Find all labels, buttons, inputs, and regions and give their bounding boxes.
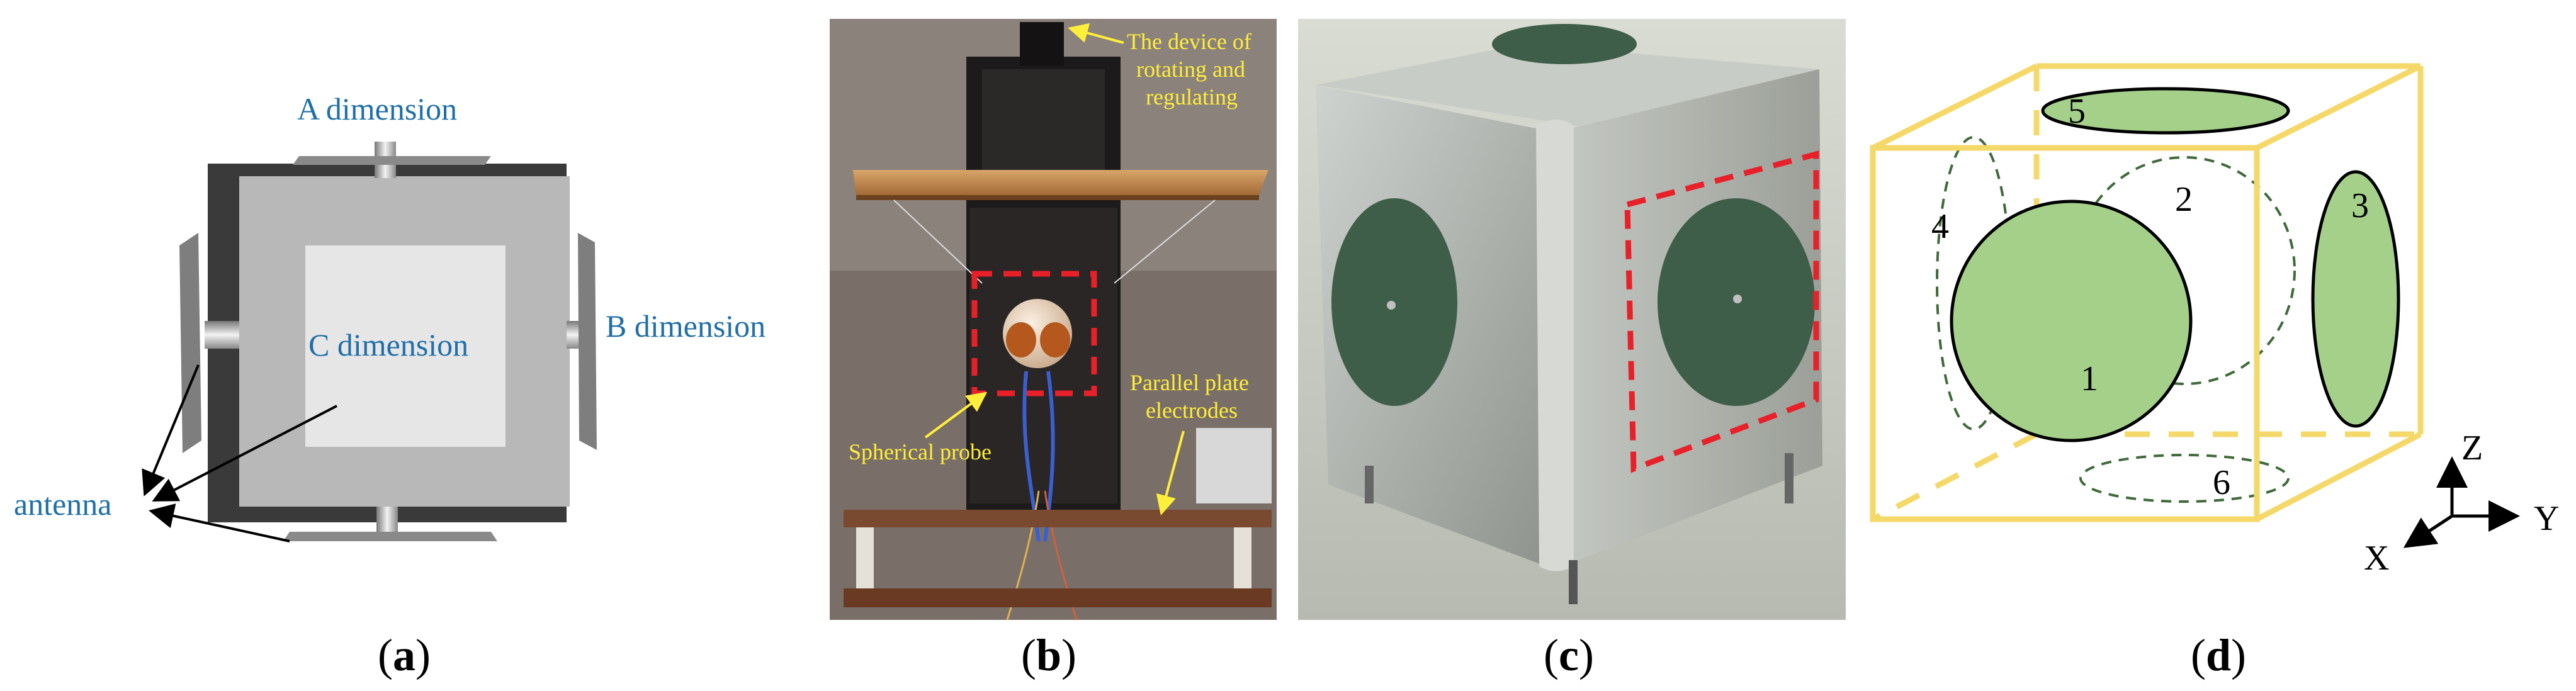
a-dimension-label: A dimension bbox=[297, 91, 457, 126]
right-antenna-plate bbox=[578, 233, 597, 450]
panel-label-d: (d) bbox=[2191, 630, 2246, 680]
y-axis-label: Y bbox=[2534, 499, 2559, 538]
bottom-antenna-plate bbox=[283, 532, 497, 541]
parallel-label-line2: electrodes bbox=[1146, 398, 1238, 423]
electrode-3 bbox=[2311, 170, 2400, 428]
num-4: 4 bbox=[1931, 207, 1949, 246]
base-plate bbox=[844, 510, 1272, 527]
electrode-2 bbox=[2073, 156, 2296, 385]
probe-label: Spherical probe bbox=[849, 439, 991, 464]
top-electrode bbox=[1492, 24, 1637, 64]
num-1: 1 bbox=[2081, 359, 2098, 398]
device-label-line2: rotating and bbox=[1136, 57, 1245, 82]
electrode-highlight-box bbox=[1624, 150, 1819, 473]
cube-leg bbox=[1365, 466, 1374, 503]
electrode-5 bbox=[2041, 87, 2290, 135]
num-3: 3 bbox=[2351, 186, 2369, 225]
panel-d: 1 2 3 4 5 6 Z Y X (d) bbox=[1870, 63, 2559, 680]
c-dimension-label: C dimension bbox=[308, 327, 468, 362]
axis-triad: Z Y X bbox=[2364, 429, 2559, 578]
top-antenna-plate bbox=[293, 156, 491, 165]
c-dimension-plate bbox=[305, 245, 506, 447]
left-antenna-rod bbox=[205, 321, 239, 349]
left-electrode bbox=[1331, 198, 1457, 406]
rotating-device bbox=[1020, 22, 1064, 66]
panel-label-b: (b) bbox=[1021, 630, 1076, 680]
panel-a: A dimension B dimension C dimension ante… bbox=[14, 91, 765, 680]
x-axis-arrow bbox=[2403, 514, 2453, 548]
antenna-label: antenna bbox=[14, 486, 111, 522]
left-antenna-plate bbox=[179, 233, 201, 453]
cube-top bbox=[1316, 44, 1819, 132]
x-axis-label: X bbox=[2364, 539, 2389, 578]
panel-label-a: (a) bbox=[378, 630, 431, 680]
panel-b: The device of rotating and regulating Pa… bbox=[830, 19, 1277, 680]
antenna-arrow-left bbox=[142, 364, 200, 497]
z-axis-label: Z bbox=[2461, 429, 2483, 468]
electrode-1 bbox=[1950, 199, 2193, 442]
wooden-shelf bbox=[853, 170, 1268, 195]
b-dimension-label: B dimension bbox=[606, 308, 765, 344]
antenna-arrow-plate bbox=[152, 405, 337, 502]
num-6: 6 bbox=[2213, 463, 2230, 502]
panel-label-c: (c) bbox=[1544, 630, 1594, 680]
electrode-6 bbox=[2079, 454, 2290, 503]
device-label-line1: The device of bbox=[1127, 29, 1251, 54]
num-5: 5 bbox=[2068, 92, 2086, 131]
device-label-line3: regulating bbox=[1146, 84, 1238, 110]
antenna-arrow-bottom bbox=[149, 503, 290, 542]
panel-c: (c) bbox=[1298, 19, 1846, 680]
parallel-label-line1: Parallel plate bbox=[1130, 370, 1249, 395]
num-2: 2 bbox=[2175, 180, 2193, 219]
probe-highlight-box bbox=[971, 271, 1097, 396]
